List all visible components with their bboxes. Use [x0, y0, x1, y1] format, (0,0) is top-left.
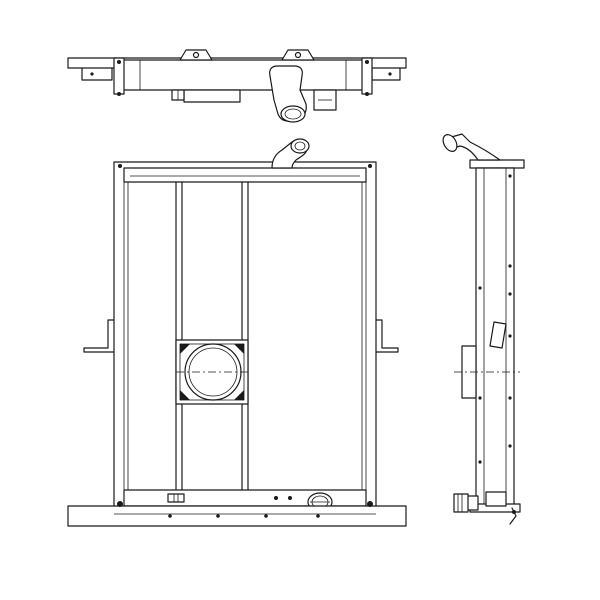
top-view [67, 49, 407, 123]
side-inlet-opening [442, 134, 458, 152]
left-side-bracket [83, 319, 115, 353]
side-label-plate [489, 321, 507, 349]
outer-frame [113, 161, 377, 515]
right-bracket [371, 67, 401, 81]
front-view [67, 138, 407, 527]
side-view [442, 133, 525, 525]
drain-plug [167, 493, 185, 503]
filler-cap [290, 138, 310, 154]
top-tank-tube [117, 59, 369, 91]
bottom-housing [183, 89, 241, 103]
side-top-flange [469, 159, 525, 169]
side-inlet-pipe [447, 133, 501, 161]
side-outlet-nozzle [453, 493, 469, 513]
left-bracket [81, 67, 113, 81]
right-side-bracket [375, 319, 399, 353]
top-tank-bar [123, 167, 367, 183]
bottom-mounting-base [67, 505, 407, 527]
side-drain-block [485, 491, 507, 507]
pipe-opening [280, 105, 306, 123]
